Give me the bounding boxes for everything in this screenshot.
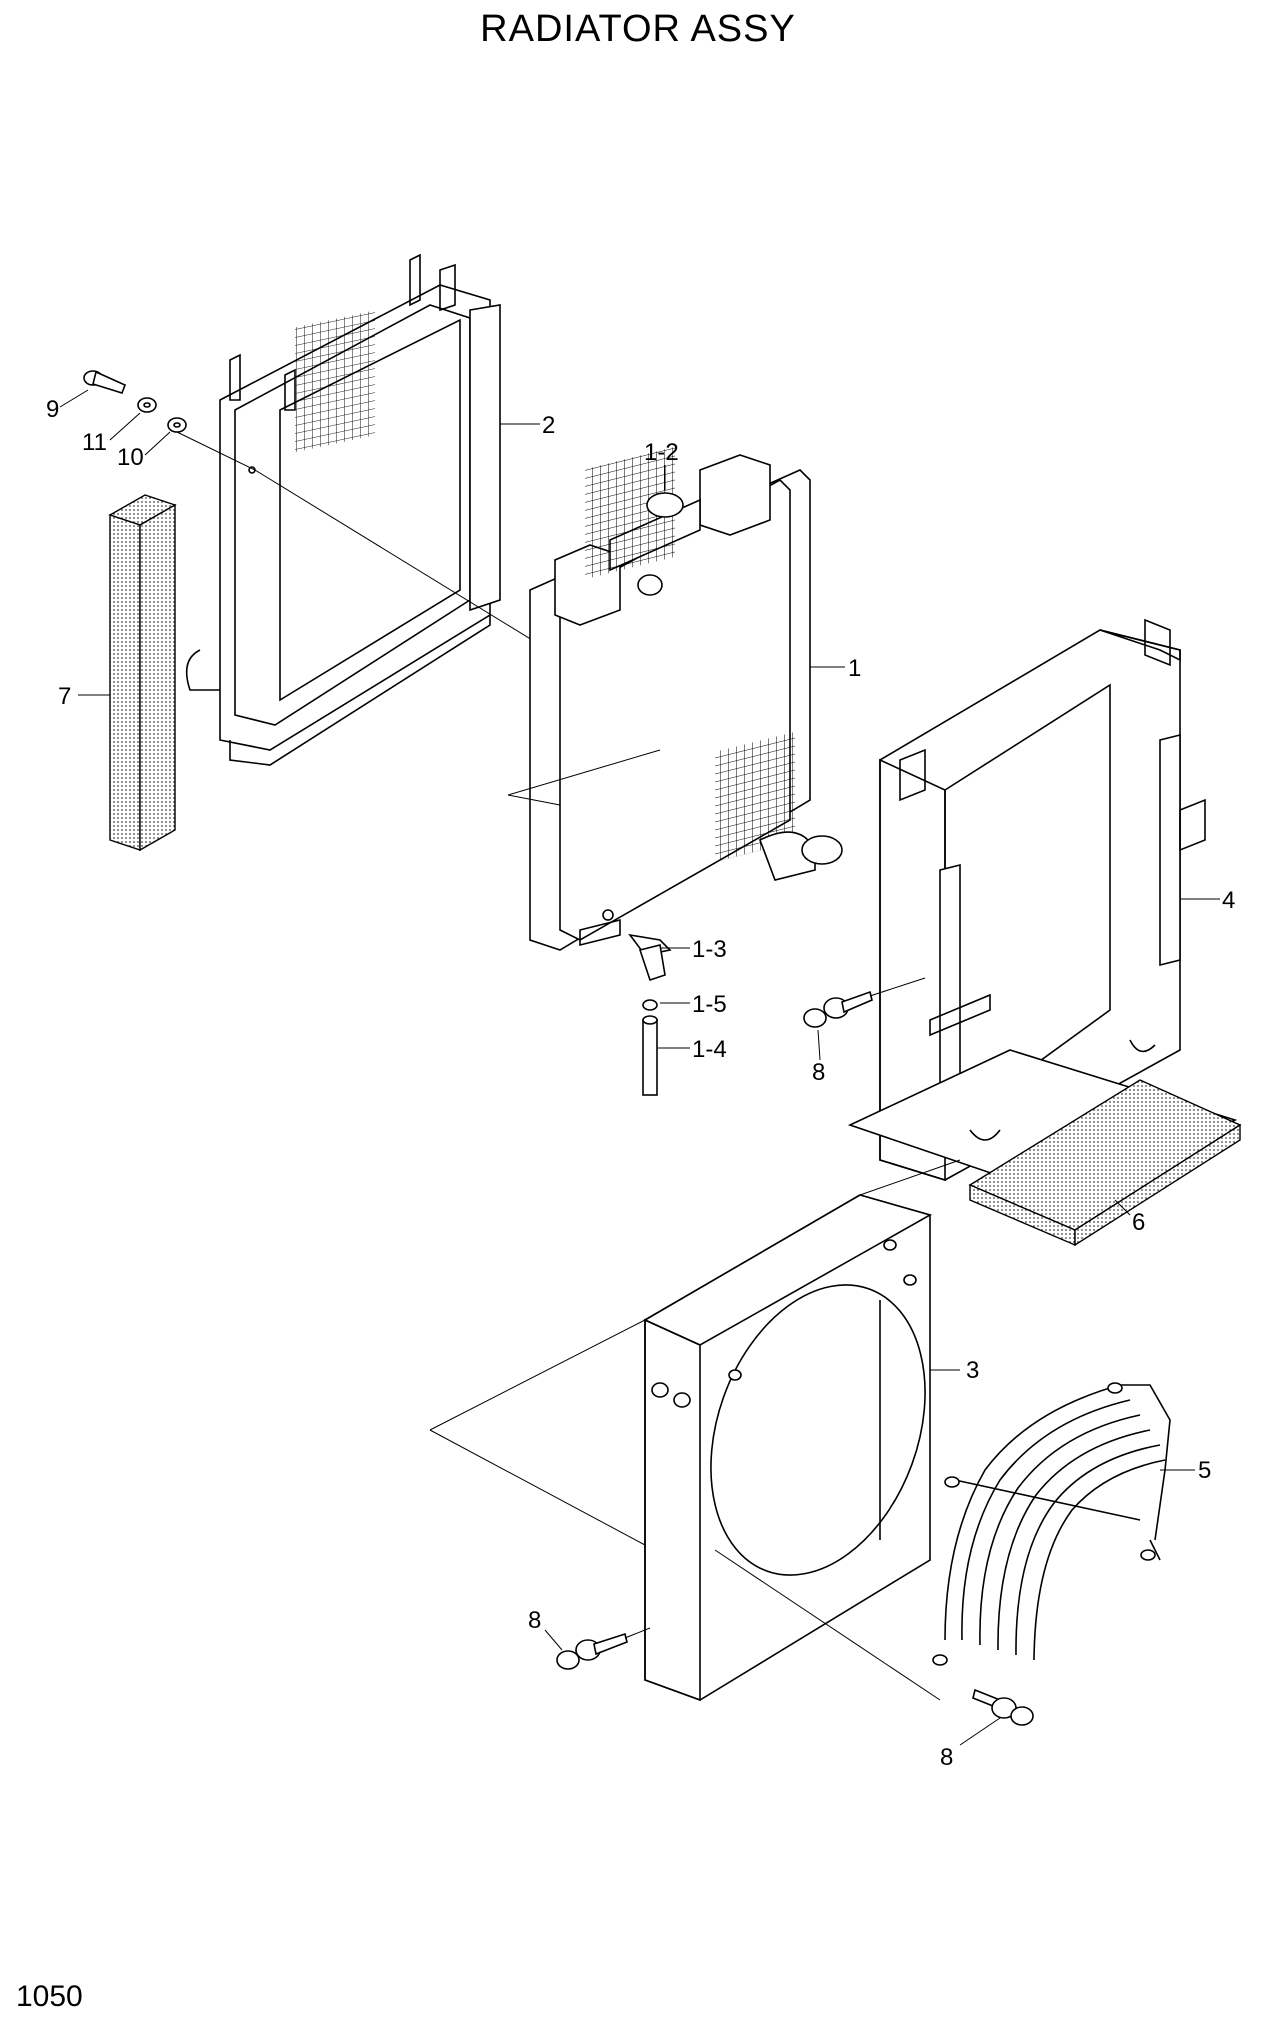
callout-1-4: 1-4: [692, 1036, 727, 1063]
callout-8-lower-right: 8: [940, 1744, 953, 1771]
callout-8-upper: 8: [812, 1059, 825, 1086]
bolt-9: [83, 370, 127, 394]
washer-11: [137, 397, 157, 413]
callout-1: 1: [848, 655, 861, 682]
part-7-foam-block: [108, 494, 177, 852]
bolt-8-lower-right: [972, 1688, 1034, 1726]
part-1-3-drain-cock: [628, 933, 672, 982]
callout-5: 5: [1198, 1457, 1211, 1484]
bolt-8-lower-left: [556, 1627, 651, 1670]
leader-lines: [59, 389, 1220, 1746]
callout-8-lower-left: 8: [528, 1607, 541, 1634]
callout-4: 4: [1222, 887, 1235, 914]
part-2-frame: [185, 253, 631, 766]
part-1-5-ring: [642, 999, 658, 1011]
callout-2: 2: [542, 412, 555, 439]
part-5-fan-guard: [932, 1382, 1171, 1666]
page-title: RADIATOR ASSY: [480, 8, 796, 50]
callout-11: 11: [82, 429, 107, 456]
page-number: 1050: [16, 1980, 83, 2013]
callout-3: 3: [966, 1357, 979, 1384]
callout-1-2: 1-2: [644, 439, 679, 466]
callout-7: 7: [58, 683, 71, 710]
part-3-fan-shroud: [429, 1159, 961, 1702]
callout-6: 6: [1132, 1209, 1145, 1236]
callout-1-3: 1-3: [692, 936, 727, 963]
part-6-foam-pad: [968, 1079, 1242, 1247]
callout-9: 9: [46, 396, 59, 423]
part-1-4-hose: [642, 1015, 658, 1096]
bolt-8-upper: [803, 977, 926, 1028]
part-1-radiator: [507, 446, 843, 951]
washer-10: [167, 417, 187, 433]
callout-1-5: 1-5: [692, 991, 727, 1018]
callout-10: 10: [117, 444, 144, 471]
